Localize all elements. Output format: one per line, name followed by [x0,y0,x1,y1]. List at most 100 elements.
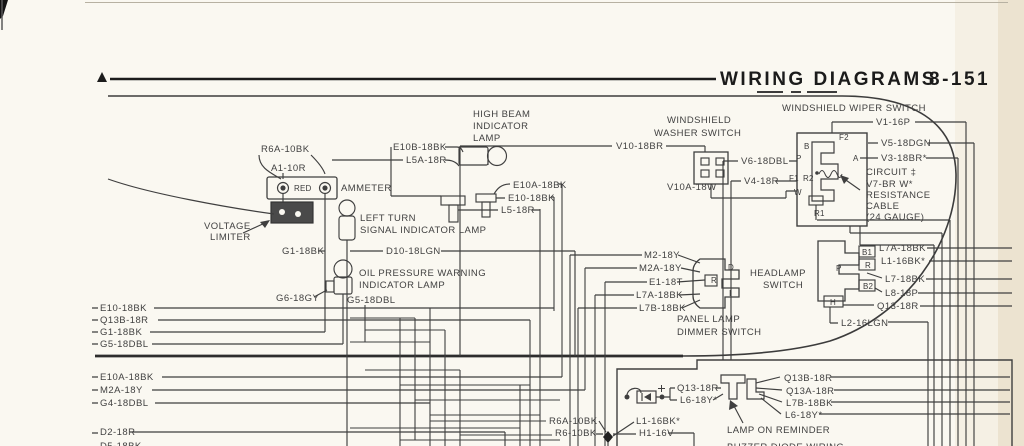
wire-label-v4-18r: V4-18R [744,176,779,187]
oil-lamp-symbol [333,259,353,279]
ammeter-symbol [266,176,338,200]
enclosure-curve [108,95,957,357]
terminal-a: A [853,154,859,163]
page-edge-shade-outer [998,0,1024,446]
voltage-limiter-label-1: VOLTAGE [204,221,251,232]
wire [860,157,959,446]
voltage-limiter-label-2: LIMITER [210,232,251,243]
left-bus-wires [92,307,585,446]
wire-label-v3-18br: V3-18BR* [881,153,927,164]
terminal-dot [659,394,665,400]
wire [676,254,706,309]
left-turn-label-2: SIGNAL INDICATOR LAMP [360,225,486,236]
center-wire-weave [350,184,606,446]
arrowhead-icon [729,400,738,410]
terminal-h: H [830,298,836,307]
headlamp-switch-cluster [817,240,1012,446]
wire-label-q13-18r-reminder: Q13-18R [677,383,719,394]
terminal-f1: F1 [789,174,799,183]
oil-lamp-tab [325,280,335,293]
pointer-line [733,405,744,424]
connector-socket-stem [448,204,459,223]
wire-label-l1-16bk: L1-16BK* [881,256,925,267]
arrowhead-icon [840,175,849,184]
wire [656,387,677,401]
reminder-caption-2-clipped: BUZZER DIODE WIRING [727,442,844,446]
wire-label-a1-10r: A1-10R [271,163,306,174]
reminder-box-cluster [596,359,1013,446]
terminal-r-headlamp: R [865,261,871,270]
wire [570,254,647,309]
wire [868,142,975,446]
terminal-p: P [796,154,802,163]
wire-label-g5-18dbl: G5-18DBL [347,295,395,306]
wire-label-l5-18r: L5-18R [501,205,535,216]
limiter-detail [295,211,301,217]
resistance-cable-note-4: (24 GAUGE) [866,212,924,223]
wire-label-h1-16v: H1-16V [639,428,674,439]
wire-label-q13b-18r: Q13B-18R [784,373,832,384]
wire [596,420,636,446]
wire [152,376,585,404]
wire-label-g1-18bk: G1-18BK [282,246,324,257]
ammeter-red-mark: RED [294,184,312,193]
wire-label-l2-16lgn: L2-16LGN [841,318,888,329]
wire [493,183,511,195]
wire [843,272,883,306]
bus-label-m2a-18y: M2A-18Y [100,385,143,396]
wiper-switch-cluster [796,121,975,446]
terminal-dot [815,171,819,175]
wire [364,184,606,446]
wire [710,184,797,199]
high-beam-label-3: LAMP [473,133,501,144]
index-triangle-icon [97,72,107,82]
wire-label-r6-10bk: R6-10BK [555,428,597,439]
wire-label-v10a-18w: V10A-18W [667,182,717,193]
oil-lamp-cluster [313,250,576,356]
terminal-r1: R1 [814,209,825,218]
wire [849,226,943,446]
wire-label-m2a-18y: M2A-18Y [639,263,682,274]
terminal-b: B [804,142,810,151]
dimmer-switch-cluster [570,254,740,309]
terminal-d: D [728,263,734,272]
dimmer-switch-label-1: PANEL LAMP [677,314,740,325]
plus-mark-icon [658,385,665,392]
left-turn-label-1: LEFT TURN [360,213,416,224]
wire-label-g6-18gy: G6-18GY [276,293,319,304]
limiter-detail [279,209,285,215]
ammeter-terminal [276,181,290,195]
wire [815,205,951,446]
terminal-b1: B1 [862,248,873,257]
wire-label-l5a-18r: L5A-18R [406,155,447,166]
wire [459,145,706,356]
washer-switch-label-2: WASHER SWITCH [654,128,741,139]
wire-label-l6-18y: L6-18Y* [680,395,717,406]
wire-label-q13-18r: Q13-18R [877,301,919,312]
wire-label-r6a-10bk: R6A-10BK [261,144,310,155]
voltage-limiter-symbol [270,201,314,224]
washer-switch-cluster [459,145,797,360]
wire-label-r6a-10bk-bottom: R6A-10BK [549,416,598,427]
terminal-box-b1 [858,245,876,258]
wire-label-e10-18bk: E10-18BK [508,193,555,204]
junction-diamond [603,431,613,443]
wire [130,431,506,446]
resistance-coil-symbol [818,170,843,178]
terminal-p-headlamp: P [836,264,842,273]
terminal-dot [322,185,328,191]
switch-detail [715,169,725,178]
headlamp-switch-label-1: HEADLAMP [750,268,806,279]
wiper-switch-title: WINDSHIELD WIPER SWITCH [782,103,926,114]
ammeter-label: AMMETER [341,183,392,194]
wire-label-l7-18bk: L7-18BK [885,274,925,285]
resistance-cable-note-1: V7-BR W* [866,179,913,190]
page-header: WIRING DIAGRAMS 8-151 [97,69,988,90]
wire [430,420,552,436]
terminal-box-r [858,258,876,271]
bus-label-d2-18r: D2-18R [100,427,135,438]
